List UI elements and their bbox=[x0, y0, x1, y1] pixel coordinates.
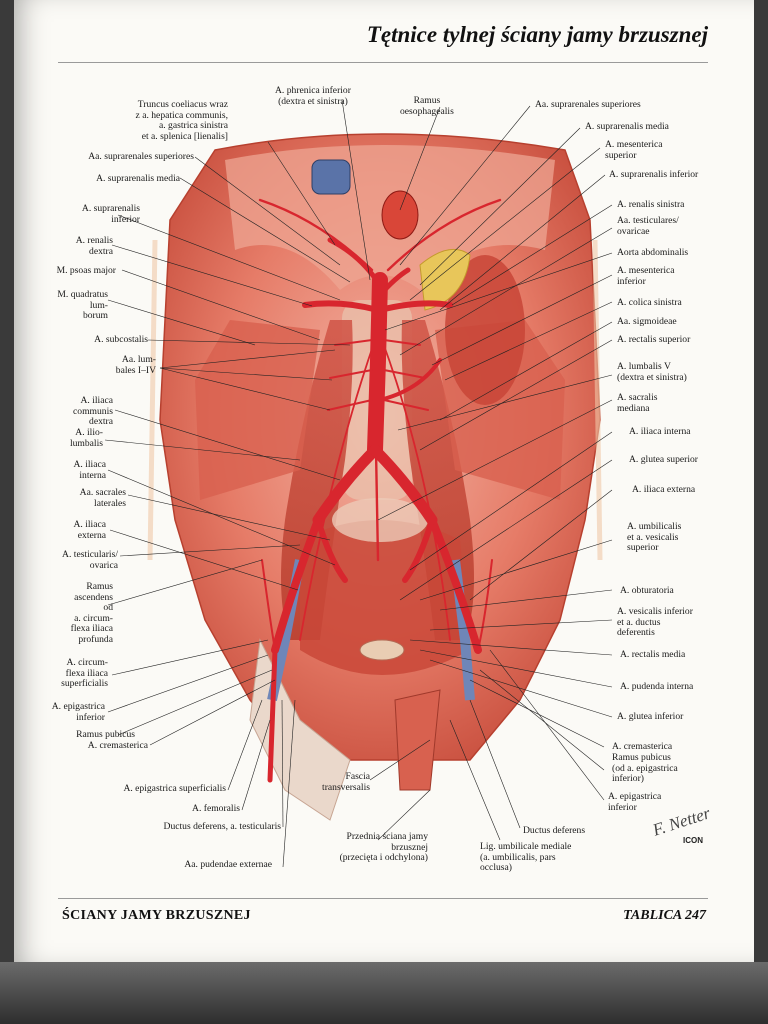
label-quadratus-lumborum: M. quadratus lum- borum bbox=[57, 289, 108, 322]
label-lig-umbilicale-mediale: Lig. umbilicale mediale (a. umbilicalis,… bbox=[480, 841, 572, 874]
pelvic-cavity bbox=[300, 520, 470, 675]
superior-mesenteric-stump bbox=[377, 267, 411, 298]
external-iliac-right bbox=[271, 516, 322, 654]
label-suprarenalis-inferior-right: A. suprarenalis inferior bbox=[81, 203, 140, 225]
top-rule bbox=[58, 62, 708, 63]
label-ductus-deferens: Ductus deferens bbox=[523, 825, 586, 836]
label-sigmoideae: Aa. sigmoideae bbox=[617, 316, 677, 327]
label-epigastrica-inferior-right: A. epigastrica inferior bbox=[51, 701, 105, 723]
coeliac-trunk bbox=[327, 237, 383, 288]
label-suprarenales-superiores-right: Aa. suprarenales superiores bbox=[88, 151, 194, 162]
inferior-phrenic-right bbox=[258, 198, 374, 272]
common-iliac-left bbox=[369, 444, 438, 526]
label-iliaca-interna-right: A. iliaca interna bbox=[73, 459, 107, 481]
label-subcostalis: A. subcostalis bbox=[94, 334, 148, 345]
label-iliolumbalis: A. ilio- lumbalis bbox=[69, 427, 103, 449]
label-ramus-ascendens: Ramus ascendens od a. circum- flexa ilia… bbox=[70, 581, 113, 645]
kidney-left bbox=[445, 255, 525, 405]
label-lumbalis-v: A. lumbalis V (dextra et sinistra) bbox=[617, 361, 687, 383]
label-vesicalis-inferior: A. vesicalis inferior et a. ductus defer… bbox=[617, 606, 693, 639]
label-phrenica-inferior: A. phrenica inferior (dextra et sinistra… bbox=[275, 85, 351, 107]
label-ramus-pubicus-right: Ramus pubicus bbox=[76, 729, 135, 740]
label-testicularis-right: A. testicularis/ ovarica bbox=[62, 549, 118, 571]
label-pudendae-externae: Aa. pudendae externae bbox=[184, 859, 272, 870]
sacrum bbox=[332, 498, 428, 542]
label-iliaca-communis-dextra: A. iliaca communis dextra bbox=[73, 395, 113, 428]
scan-background bbox=[0, 962, 768, 1024]
label-psoas-major: M. psoas major bbox=[56, 265, 116, 276]
testicular-artery-left bbox=[381, 339, 451, 641]
inferior-epigastric-left bbox=[477, 559, 493, 651]
label-glutea-superior: A. glutea superior bbox=[629, 454, 699, 465]
label-testiculares-ovaricae: Aa. testiculares/ ovaricae bbox=[617, 215, 679, 237]
label-fascia-transversalis: Fascia transversalis bbox=[322, 771, 370, 793]
abdominal-aorta bbox=[367, 272, 388, 458]
publisher-logo: ICON bbox=[683, 836, 703, 845]
label-przednia-sciana: Przednia ściana jamy brzusznej (przecięt… bbox=[339, 831, 428, 864]
label-ductus-deferens-testicularis: Ductus deferens, a. testicularis bbox=[163, 821, 281, 832]
label-suprarenalis-media-right: A. suprarenalis media bbox=[96, 173, 180, 184]
label-mesenterica-inferior: A. mesenterica inferior bbox=[617, 265, 675, 287]
median-sacral bbox=[374, 448, 380, 562]
renal-artery-left bbox=[377, 300, 453, 313]
label-renalis-dextra: A. renalis dextra bbox=[75, 235, 113, 257]
label-renalis-sinistra: A. renalis sinistra bbox=[617, 199, 685, 210]
label-aorta-abdominalis: Aorta abdominalis bbox=[617, 247, 689, 258]
footer-plate-number: TABLICA 247 bbox=[623, 908, 706, 923]
label-ramus-oesophagealis: Ramus oesophagealis bbox=[400, 95, 454, 117]
page-title: Tętnice tylnej ściany jamy brzusznej bbox=[366, 22, 708, 47]
label-lumbales: Aa. lum- bales I–IV bbox=[115, 354, 156, 376]
urinary-bladder-stump bbox=[359, 639, 405, 661]
inferior-mesenteric bbox=[378, 358, 442, 402]
quadratus-lumborum-right bbox=[195, 320, 320, 500]
label-rectalis-superior: A. rectalis superior bbox=[617, 334, 691, 345]
oesophagus-stump bbox=[381, 190, 419, 240]
external-iliac-left bbox=[428, 516, 482, 654]
internal-iliac-right bbox=[315, 517, 348, 583]
bottom-rule bbox=[58, 898, 708, 899]
label-epigastrica-inferior-left: A. epigastrica inferior bbox=[608, 791, 662, 813]
label-iliaca-interna-left: A. iliaca interna bbox=[629, 426, 691, 437]
label-mesenterica-superior: A. mesenterica superior bbox=[605, 139, 663, 161]
label-cremasterica-left: A. cremasterica bbox=[612, 741, 673, 752]
internal-iliac-left bbox=[402, 517, 435, 583]
label-obturatoria: A. obturatoria bbox=[620, 585, 674, 596]
label-umbilicalis-vesicalis-superior: A. umbilicalis et a. vesicalis superior bbox=[627, 521, 682, 554]
label-suprarenalis-media-left: A. suprarenalis media bbox=[585, 121, 669, 132]
renal-artery-right bbox=[302, 300, 381, 313]
leader-lines bbox=[104, 99, 613, 868]
label-rectalis-media: A. rectalis media bbox=[620, 649, 686, 660]
label-truncus-coeliacus: Truncus coeliacus wraz z a. hepatica com… bbox=[135, 99, 228, 142]
label-iliaca-externa-right: A. iliaca externa bbox=[73, 519, 107, 541]
label-femoralis: A. femoralis bbox=[192, 803, 240, 814]
label-pudenda-interna: A. pudenda interna bbox=[620, 681, 694, 692]
lumbar-arteries-left bbox=[383, 339, 429, 411]
femoral-artery-right bbox=[267, 647, 278, 783]
label-circumflexa-iliaca-superficialis: A. circum- flexa iliaca superficialis bbox=[61, 657, 108, 690]
label-cremasterica-right: A. cremasterica bbox=[87, 740, 148, 751]
label-colica-sinistra: A. colica sinistra bbox=[617, 297, 682, 308]
label-suprarenales-superiores-left: Aa. suprarenales superiores bbox=[535, 99, 641, 110]
arterial-tree bbox=[258, 198, 502, 783]
label-ramus-pubicus-left: Ramus pubicus (od a. epigastrica inferio… bbox=[612, 752, 678, 785]
label-glutea-inferior: A. glutea inferior bbox=[617, 711, 684, 722]
label-sacrales-laterales: Aa. sacrales laterales bbox=[79, 487, 126, 509]
testicular-artery-right bbox=[299, 339, 376, 641]
lumbar-arteries-right bbox=[327, 339, 373, 411]
label-iliaca-externa-left: A. iliaca externa bbox=[632, 484, 696, 495]
common-iliac-right bbox=[312, 444, 381, 526]
label-suprarenalis-inferior-left: A. suprarenalis inferior bbox=[609, 169, 699, 180]
label-sacralis-mediana: A. sacralis mediana bbox=[617, 392, 658, 414]
vena-cava-stump bbox=[311, 159, 351, 195]
inferior-epigastric-right bbox=[261, 559, 276, 651]
transversalis-fascia-flap bbox=[394, 689, 441, 791]
lateral-wall-bands bbox=[147, 239, 603, 561]
footer-section-title: ŚCIANY JAMY BRZUSZNEJ bbox=[62, 908, 251, 923]
inferior-phrenic-left bbox=[386, 198, 502, 272]
label-epigastrica-superficialis: A. epigastrica superficialis bbox=[123, 783, 226, 794]
